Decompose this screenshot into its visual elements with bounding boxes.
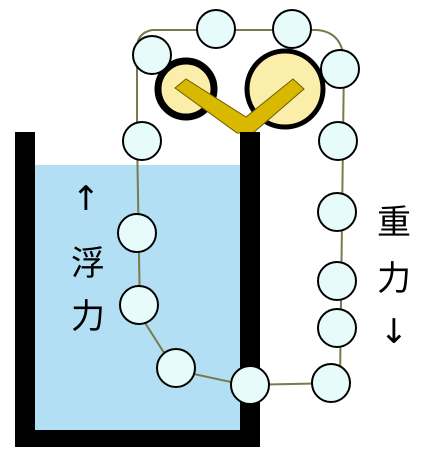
chain-balls <box>117 9 360 405</box>
chain-ball <box>122 121 162 161</box>
chain-ball <box>317 192 357 232</box>
buoyancy-label-char-1: 浮 <box>71 244 105 284</box>
chain-ball <box>119 285 159 325</box>
tank-bottom-wall <box>15 430 260 447</box>
chain-ball <box>230 365 270 405</box>
chain-ball <box>318 121 358 161</box>
gravity-label-char-2: 力 <box>377 259 411 299</box>
buoyancy-label-char-2: 力 <box>71 297 105 337</box>
gravity-label-char-1: 重 <box>377 203 411 243</box>
chain-ball <box>317 261 357 301</box>
buoyancy-arrow-label: ↑ <box>72 179 101 219</box>
chain-ball <box>132 35 172 75</box>
wheel-support-frame <box>174 78 305 134</box>
tank-left-wall <box>15 132 35 447</box>
chain-ball <box>311 363 351 403</box>
chain-ball <box>272 9 312 49</box>
chain-ball <box>320 49 360 89</box>
chain-ball <box>156 348 196 388</box>
gravity-arrow-label: ↓ <box>380 312 409 352</box>
chain-ball <box>317 308 357 348</box>
chain-ball <box>117 213 157 253</box>
chain-ball <box>196 9 236 49</box>
